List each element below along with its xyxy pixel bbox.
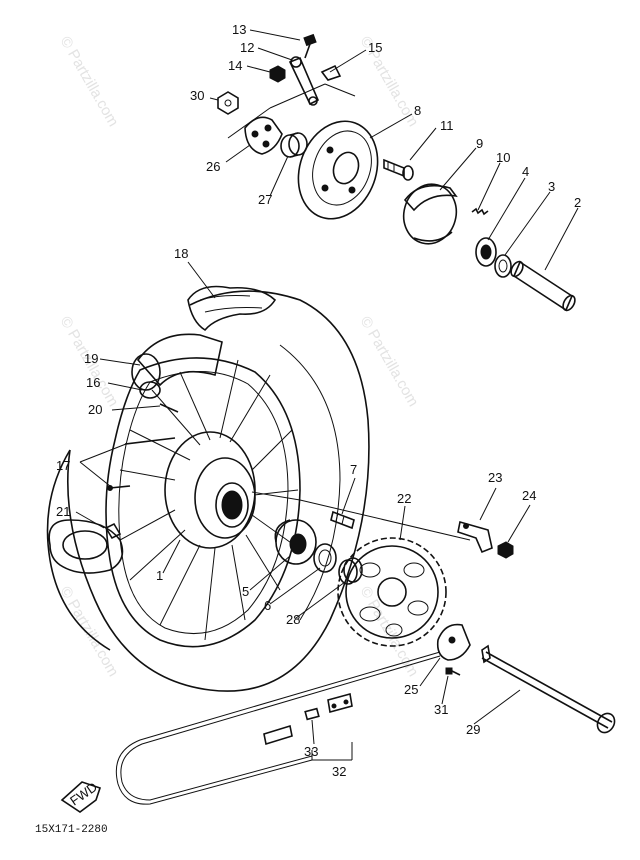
part-22-sprocket [337, 537, 447, 647]
part-26-bracket-plate [244, 116, 283, 155]
label-part-26: 26 [206, 159, 220, 174]
label-part-9: 9 [476, 136, 483, 151]
part-20-valve [159, 403, 179, 413]
drive-chain [115, 651, 441, 805]
part-2-spacer [510, 260, 576, 312]
label-part-29: 29 [466, 722, 480, 737]
label-part-22: 22 [397, 491, 411, 506]
label-part-2: 2 [574, 195, 581, 210]
fwd-text: FWD [67, 779, 100, 808]
label-part-23: 23 [488, 470, 502, 485]
label-part-8: 8 [414, 103, 421, 118]
part-5-bearing [274, 519, 317, 565]
label-part-12: 12 [240, 40, 254, 55]
rear-wheel [46, 285, 370, 692]
label-part-7: 7 [350, 462, 357, 477]
watermark-text: © Partzilla.com [357, 584, 422, 680]
label-part-21: 21 [56, 504, 70, 519]
label-part-20: 20 [88, 402, 102, 417]
label-part-31: 31 [434, 702, 448, 717]
watermark-text: © Partzilla.com [57, 34, 122, 130]
part-labels: 13 12 14 15 30 26 27 8 11 9 10 4 3 2 18 … [56, 22, 581, 779]
watermark-text: © Partzilla.com [357, 314, 422, 410]
label-part-25: 25 [404, 682, 418, 697]
part-3-oil-seal [494, 254, 512, 278]
part-19-tube [131, 333, 223, 391]
label-part-17: 17 [56, 458, 70, 473]
wheel-spokes [119, 359, 299, 641]
label-part-18: 18 [174, 246, 188, 261]
label-part-5: 5 [242, 584, 249, 599]
label-part-14: 14 [228, 58, 242, 73]
part-6-oil-seal [313, 543, 337, 573]
part-25-chain-puller [436, 623, 471, 661]
label-part-15: 15 [368, 40, 382, 55]
part-21-tire [48, 519, 124, 574]
forward-direction-arrow: FWD [60, 779, 102, 813]
leader-lines [75, 29, 579, 745]
label-part-3: 3 [548, 179, 555, 194]
part-17-spoke-set [107, 437, 176, 491]
part-31-bolt [445, 667, 461, 676]
sprocket-group-frame [251, 491, 471, 541]
part-15-wear-indicator [320, 64, 342, 81]
part-12-camshaft-lever [288, 56, 320, 106]
label-part-28: 28 [286, 612, 300, 627]
part-11-camshaft [383, 158, 414, 181]
part-14-nut [269, 65, 286, 83]
part-8-brake-shoe-plate [297, 120, 379, 220]
part-24-nut [497, 541, 514, 559]
part-10-spring [471, 207, 489, 216]
part-30-nut [217, 91, 239, 115]
label-part-6: 6 [264, 598, 271, 613]
label-part-11: 11 [440, 118, 454, 133]
label-part-10: 10 [496, 150, 510, 165]
part-13-bolt [303, 33, 317, 59]
part-29-wheel-axle [481, 644, 616, 734]
part-32-chain-joint [327, 692, 353, 714]
label-part-32: 32 [332, 764, 346, 779]
label-part-33: 33 [304, 744, 318, 759]
label-part-19: 19 [84, 351, 98, 366]
part-33-chain-clip [304, 707, 320, 721]
chain-link-detail [263, 724, 293, 746]
watermark-text: © Partzilla.com [357, 34, 422, 130]
part-9-brake-shoe [402, 183, 458, 245]
diagram-code: 15X171-2280 [35, 824, 108, 836]
part-23-chain-puller [457, 520, 493, 554]
brake-group-frame [227, 83, 356, 139]
part-4-bearing [475, 237, 497, 267]
label-part-24: 24 [522, 488, 536, 503]
part-27-collar [280, 132, 308, 158]
label-part-27: 27 [258, 192, 272, 207]
label-part-13: 13 [232, 22, 246, 37]
part-7-stud-bolt [330, 510, 355, 530]
label-part-16: 16 [86, 375, 100, 390]
label-part-1: 1 [156, 568, 163, 583]
label-part-4: 4 [522, 164, 529, 179]
label-part-30: 30 [190, 88, 204, 103]
joint-bracket [311, 742, 353, 761]
